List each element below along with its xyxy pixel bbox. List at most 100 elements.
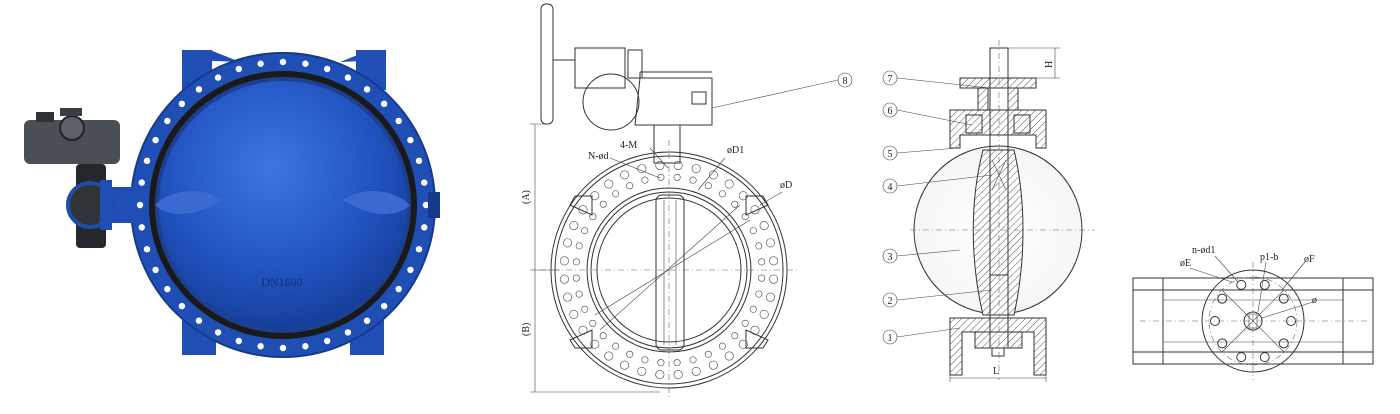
bolt-hole [563, 238, 573, 248]
bolt-hole [235, 337, 243, 345]
bolt-hole [626, 182, 634, 190]
bolt-hole [708, 170, 718, 180]
bolt-hole [599, 200, 607, 208]
bolt-hole [704, 182, 712, 190]
disc-edge [655, 194, 685, 351]
bolt-hole [136, 201, 144, 209]
bolt-hole [572, 274, 580, 282]
bolt-hole [689, 176, 697, 184]
bolt-hole [731, 200, 739, 208]
bolt-hole [741, 319, 749, 327]
callout-d: øD [780, 180, 792, 191]
bolt-hole [673, 359, 681, 367]
bolt-hole [750, 325, 760, 335]
callout-n-d: N-ød [588, 151, 609, 162]
bolt-hole [769, 256, 779, 266]
bolt-hole [138, 179, 145, 186]
bolt-hole [673, 173, 681, 181]
disc-marking: DN1600 [261, 275, 302, 289]
bolt-hole [641, 176, 649, 184]
bolt-hole [415, 157, 423, 165]
bolt-hole [637, 164, 647, 174]
bolt-hole [589, 213, 597, 221]
part-callout-number: 6 [888, 106, 893, 117]
bolt-hole [612, 342, 620, 350]
bolt-hole [724, 179, 734, 189]
bolt-hole [214, 74, 222, 81]
bolt-hole [178, 100, 186, 108]
bolt-hole [575, 290, 583, 298]
bolt-hole [257, 343, 264, 350]
bolt-hole [422, 201, 430, 209]
bolt-hole [738, 339, 748, 349]
bolt-hole [395, 117, 402, 125]
mount-hole [1278, 338, 1289, 349]
bolt-hole [655, 160, 665, 170]
mount-hole [1217, 293, 1228, 304]
callout-f: øF [1304, 254, 1315, 265]
bolt-hole [323, 65, 331, 73]
bolt-hole [344, 74, 352, 81]
bolt-hole [750, 205, 760, 215]
bolt-hole [563, 292, 573, 302]
callout-n-d1: n-ød1 [1192, 245, 1215, 256]
mount-hole [1217, 338, 1228, 349]
bolt-hole [559, 274, 569, 284]
bolt-hole [279, 344, 287, 352]
bolt-hole [415, 245, 423, 253]
bolt-hole [581, 305, 589, 313]
part-callout-number: 7 [888, 74, 893, 85]
mount-hole [1236, 279, 1247, 290]
bolt-hole [708, 360, 718, 370]
front-view-drawing: (A) (B) 8 N-ød 4-M øD1 øD [521, 3, 853, 400]
bolt-hole [620, 170, 630, 180]
bolt-hole [344, 329, 352, 336]
bolt-hole [195, 86, 203, 93]
bolt-hole [302, 60, 309, 67]
callout-4-m: 4-M [620, 140, 637, 151]
bolt-hole [138, 224, 145, 231]
bolt-hole [626, 350, 634, 358]
bolt-hole [590, 191, 600, 201]
bolt-hole [279, 58, 287, 66]
valve-disc [159, 81, 407, 329]
bolt-hole [569, 309, 579, 319]
dim-b-label: (B) [521, 323, 532, 336]
mount-hole [1236, 352, 1247, 363]
bolt-hole [724, 351, 734, 361]
bolt-hole [235, 65, 243, 73]
bolt-hole [589, 319, 597, 327]
bolt-hole [612, 190, 620, 198]
bolt-hole [407, 136, 414, 144]
bolt-hole [572, 258, 580, 266]
bolt-hole [575, 242, 583, 250]
bolt-hole [620, 360, 630, 370]
bolt-hole [604, 179, 614, 189]
gearbox [634, 77, 713, 126]
bolt-hole [581, 227, 589, 235]
bolt-hole [689, 356, 697, 364]
bolt-hole [363, 317, 371, 324]
bolt-hole [178, 302, 186, 310]
bolt-hole [704, 350, 712, 358]
callout-phi: ø [1312, 295, 1317, 306]
bolt-hole [673, 370, 683, 380]
dim-h-label: H [1044, 61, 1055, 68]
bolt-hole [755, 242, 763, 250]
bolt-hole [765, 292, 775, 302]
top-view-drawing: n-ød1 p1-b øE øF ø [1132, 245, 1374, 380]
bolt-hole [641, 356, 649, 364]
bolt-hole [559, 256, 569, 266]
callout-e: øE [1180, 258, 1191, 269]
bolt-hole [152, 266, 159, 274]
bolt-hole [738, 191, 748, 201]
callout-8-circle [837, 72, 853, 88]
bolt-hole [718, 190, 726, 198]
mounting-bolt-holes [1210, 279, 1296, 363]
callout-d1: øD1 [727, 145, 744, 156]
flange-bolt-holes [136, 58, 430, 352]
bolt-hole [164, 285, 171, 293]
bolt-hole [152, 136, 159, 144]
